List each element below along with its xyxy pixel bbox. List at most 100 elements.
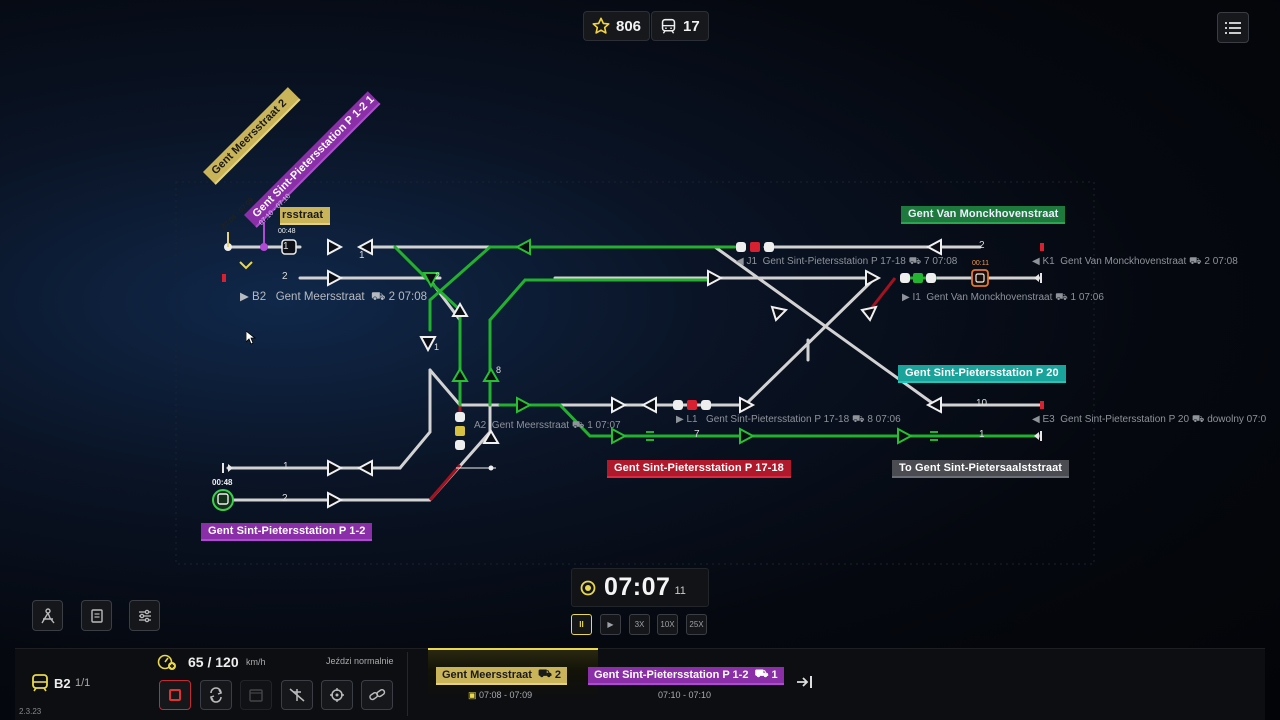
train-a2 (455, 412, 465, 450)
train-b2 (281, 239, 297, 255)
crosshair-icon (330, 688, 344, 702)
clock-panel: 07:07 11 (571, 568, 709, 607)
timetable-button[interactable] (81, 600, 112, 631)
menu-button[interactable] (1217, 12, 1249, 43)
pause-button[interactable]: II (571, 614, 592, 635)
track-number: 8 (496, 365, 502, 375)
track-number: 1 (434, 342, 440, 352)
clock-status-icon (580, 580, 596, 595)
route-from-count: 2 (554, 669, 562, 681)
route-to-count: 1 (771, 669, 778, 681)
train-info-a2[interactable]: A2 Gent Meersstraat ⛟ 1 07:07 (474, 420, 621, 431)
signal (860, 305, 878, 322)
signal (611, 396, 628, 414)
station-p20[interactable]: Gent Sint-Pietersstation P 20 (898, 365, 1066, 383)
green-signals[interactable] (422, 238, 914, 445)
train-l1 (673, 400, 711, 410)
train-icon (661, 18, 676, 34)
route-from-time: ▣ 07:08 - 07:09 (468, 690, 533, 700)
speed-unit: km/h (246, 657, 266, 667)
speed-10x-button[interactable]: 10X (657, 614, 678, 635)
signal (482, 367, 500, 382)
station-p1718[interactable]: Gent Sint-Pietersstation P 17-18 (607, 460, 791, 478)
depot-timer: 00:48 (212, 478, 233, 487)
train-info-e3[interactable]: ◀ E3 Gent Sint-Pietersstation P 20 ⛟ dow… (1032, 414, 1267, 425)
depot-icon[interactable] (212, 489, 234, 511)
signal (356, 459, 373, 477)
signal (451, 302, 469, 317)
signal (739, 427, 756, 445)
track-number: 1 (979, 429, 985, 440)
stars-value: 806 (616, 17, 642, 35)
depot-right-icon[interactable] (971, 269, 989, 287)
train-info-l1[interactable]: ▶ L1 Gent Sint-Pietersstation P 17-18 ⛟ … (676, 414, 901, 425)
reverse-icon (209, 687, 223, 703)
signal (419, 336, 437, 353)
disable-signal-button[interactable] (281, 680, 313, 710)
link-icon (369, 689, 386, 701)
signal (897, 427, 914, 445)
station-saals[interactable]: To Gent Sint-Pietersaalststraat (892, 460, 1070, 478)
train-j1 (736, 242, 774, 252)
couple-button[interactable] (361, 680, 393, 710)
train-status: Jeździ normalnie (326, 656, 394, 666)
signals[interactable] (327, 238, 942, 509)
station-meersstraat[interactable]: rsstraat (280, 207, 331, 225)
buffer-stops (222, 273, 1042, 473)
book-icon (90, 608, 103, 623)
route-to-chip[interactable]: Gent Sint-Pietersstation P 1-2 ⛟ 1 (588, 667, 784, 685)
signal (356, 238, 373, 256)
train-sprites[interactable] (281, 239, 936, 450)
train-i1 (900, 273, 936, 283)
train-small-icon: ▣ (468, 690, 477, 700)
signal (925, 238, 942, 256)
route-to-time: 07:10 - 07:10 (658, 690, 712, 700)
clock-time: 07:07 (604, 573, 671, 601)
track-number: 1 (283, 241, 289, 252)
train-info-k1[interactable]: ◀ K1 Gent Van Monckhovenstraat ⛟ 2 07:08 (1032, 256, 1238, 267)
track-number: 2 (979, 240, 985, 251)
station-p12[interactable]: Gent Sint-Pietersstation P 1-2 (201, 523, 373, 541)
sliders-icon (138, 609, 151, 622)
track-number: 1 (283, 461, 289, 472)
signal (865, 269, 882, 287)
track-number: 10 (976, 398, 988, 409)
schedule-button[interactable] (240, 680, 272, 710)
stop-icon (169, 689, 181, 701)
speed-25x-button[interactable]: 25X (686, 614, 707, 635)
version: 2.3.23 (19, 707, 42, 716)
track-number: 2 (435, 271, 441, 281)
play-button[interactable]: ▶ (600, 614, 621, 635)
train-info-j1[interactable]: ◀ J1 Gent Sint-Pietersstation P 17-18 ⛟ … (736, 256, 958, 267)
track-number: 2 (282, 493, 288, 504)
no-signal-icon (289, 688, 305, 702)
depot-right-timer: 00:11 (972, 260, 989, 267)
signal (482, 429, 500, 444)
signal (327, 269, 344, 287)
settings-button[interactable] (129, 600, 160, 631)
station-monckhoven[interactable]: Gent Van Monckhovenstraat (901, 206, 1066, 224)
route-from-chip[interactable]: Gent Meersstraat ⛟ 2 (436, 667, 568, 685)
signal (327, 491, 344, 509)
stop-button[interactable] (159, 680, 191, 710)
stars-counter: 806 (583, 11, 651, 41)
signal (611, 427, 628, 445)
construction-button[interactable] (32, 600, 63, 631)
speed-3x-button[interactable]: 3X (629, 614, 650, 635)
worker-icon (40, 607, 55, 623)
route-from-label: Gent Meersstraat (442, 669, 532, 681)
star-icon (592, 17, 610, 34)
train-icon (32, 674, 48, 692)
train-count: 1/1 (75, 677, 91, 689)
train-info-b2[interactable]: ▶ B2 Gent Meersstraat ⛟ 2 07:08 (240, 291, 428, 303)
signal (640, 396, 657, 414)
calendar-icon (249, 689, 263, 702)
train-info-i1[interactable]: ▶ I1 Gent Van Monckhovenstraat ⛟ 1 07:06 (902, 292, 1104, 303)
route-end-icon (797, 676, 812, 688)
reverse-button[interactable] (200, 680, 232, 710)
clock-seconds: 11 (674, 584, 686, 597)
locate-button[interactable] (321, 680, 353, 710)
signal (327, 459, 344, 477)
signal (451, 367, 469, 382)
